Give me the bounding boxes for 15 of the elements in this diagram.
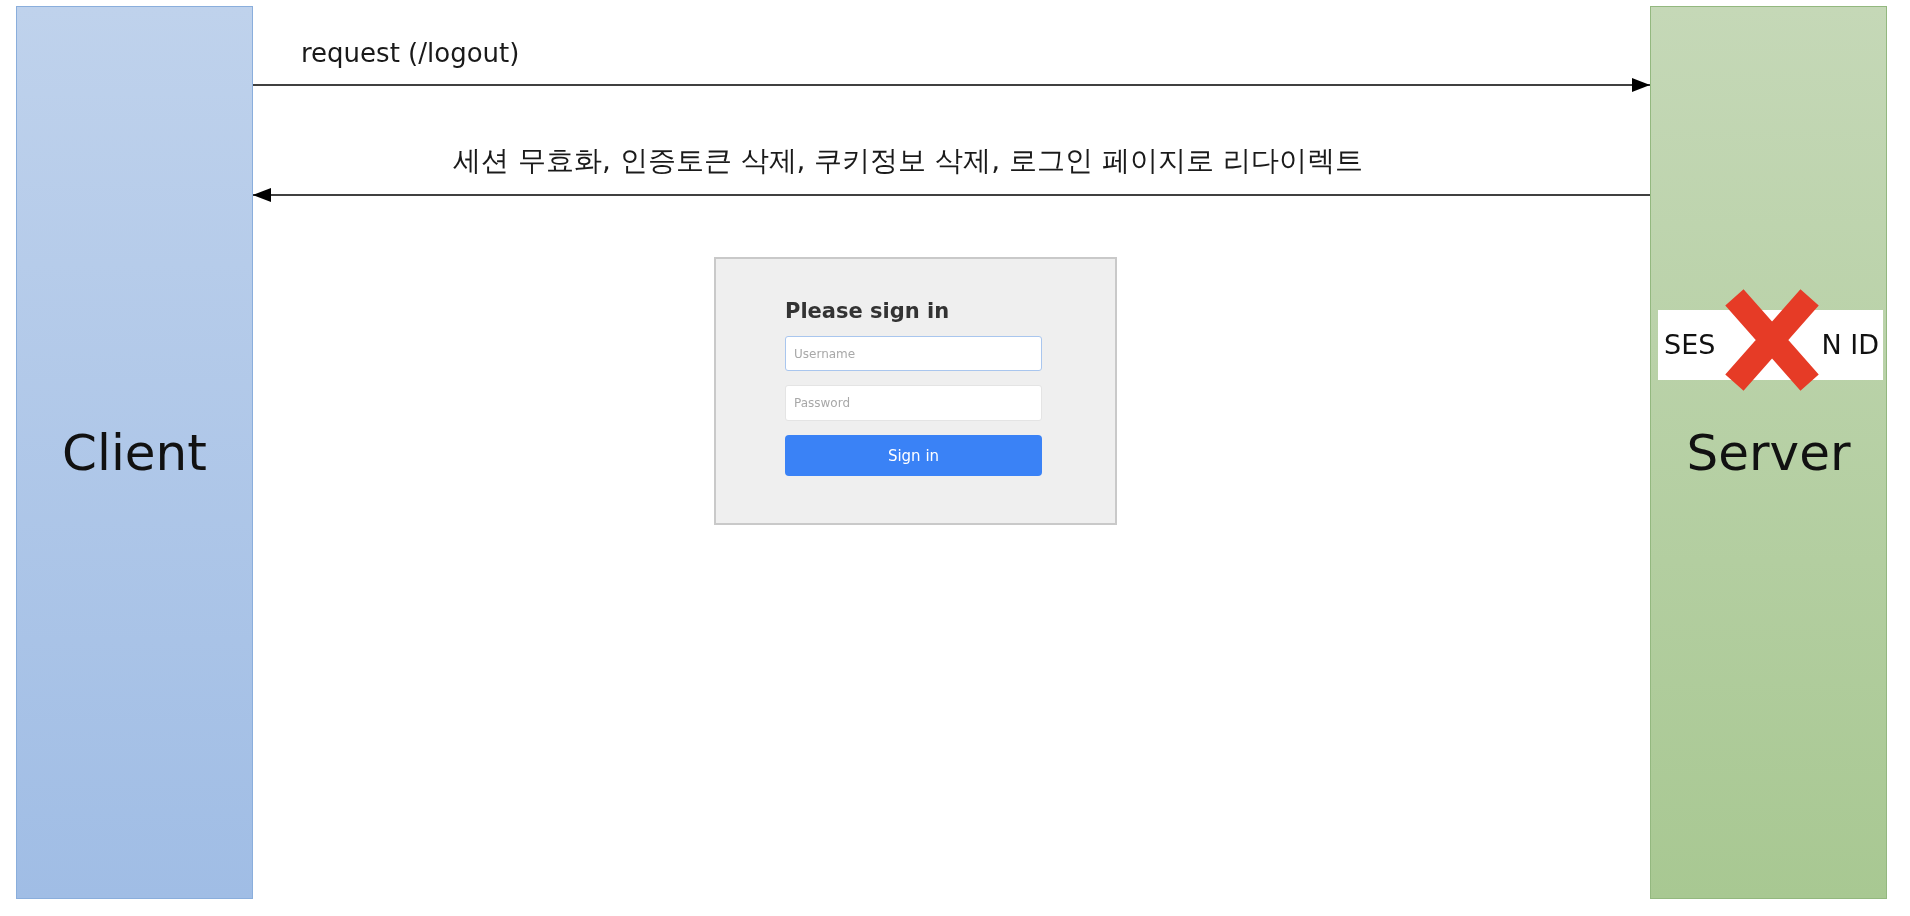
login-form-panel xyxy=(714,257,1117,525)
edge-label: 세션 무효화, 인증토큰 삭제, 쿠키정보 삭제, 로그인 페이지로 리다이렉트 xyxy=(453,143,1363,179)
arrow xyxy=(252,188,1651,202)
server-bar xyxy=(1650,6,1887,899)
password-field: Password xyxy=(785,385,1042,421)
session-id-text: N ID xyxy=(1821,328,1879,362)
arrow xyxy=(252,78,1651,92)
edge-label: request (/logout) xyxy=(301,38,520,68)
client-bar xyxy=(16,6,253,899)
sign-in-button: Sign in xyxy=(785,435,1042,476)
client-label: Client xyxy=(62,423,207,482)
username-field: Username xyxy=(785,336,1042,371)
form-heading: Please sign in xyxy=(785,299,950,323)
server-label: Server xyxy=(1686,423,1851,482)
session-id-text: SES xyxy=(1664,328,1716,362)
